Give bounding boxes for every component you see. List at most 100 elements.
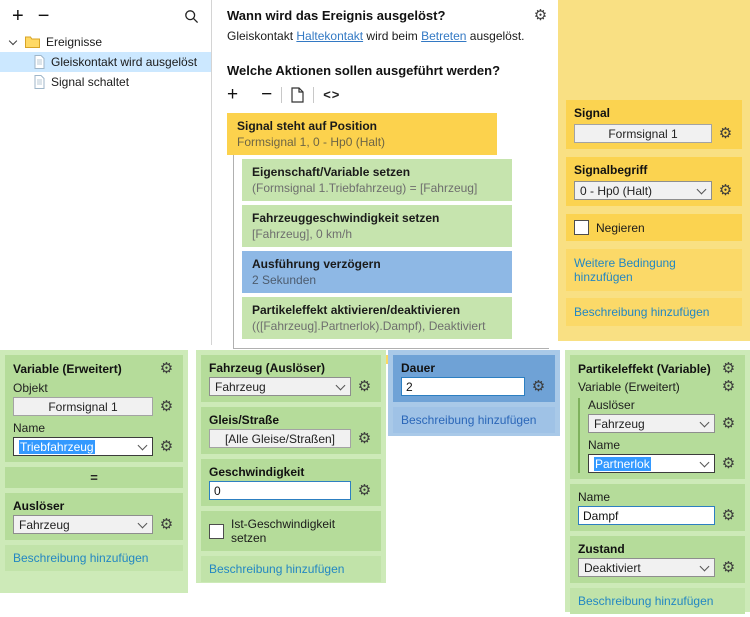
ausloeser-label: Auslöser xyxy=(588,398,635,412)
equals-card: = xyxy=(5,467,183,488)
duration-input[interactable] xyxy=(401,377,525,396)
event-editor: Wann wird das Ereignis ausgelöst? ⚙ Glei… xyxy=(213,0,559,364)
ausloeser-dropdown[interactable]: Fahrzeug xyxy=(588,414,715,433)
effekt-name-card: Name ⚙ xyxy=(570,484,745,531)
gleis-button[interactable]: [Alle Gleise/Straßen] xyxy=(209,429,351,448)
fahrzeug-panel: Fahrzeug (Auslöser) Fahrzeug ⚙ Gleis/Str… xyxy=(196,350,386,583)
action-block-signal-position[interactable]: Signal steht auf Position Formsignal 1, … xyxy=(227,113,497,155)
tree-node-signal-schaltet[interactable]: Signal schaltet xyxy=(0,72,211,92)
name-label: Name xyxy=(13,421,46,435)
gear-icon[interactable]: ⚙ xyxy=(718,182,733,199)
action-block-particle-effect[interactable]: Partikeleffekt aktivieren/deaktivieren (… xyxy=(242,297,512,339)
add-description-link[interactable]: Beschreibung hinzufügen xyxy=(566,298,742,326)
signal-object-button[interactable]: Formsignal 1 xyxy=(574,124,712,143)
remove-event-button[interactable]: − xyxy=(37,5,50,27)
objekt-label: Objekt xyxy=(13,381,48,395)
action-subtitle: (([Fahrzeug].Partnerlok).Dampf), Deaktiv… xyxy=(252,319,486,333)
geschwindigkeit-card: Geschwindigkeit ⚙ xyxy=(201,459,381,506)
zustand-dropdown[interactable]: Deaktiviert xyxy=(578,558,715,577)
ausloeser-card: Auslöser Fahrzeug ⚙ xyxy=(5,493,183,540)
gear-icon[interactable]: ⚙ xyxy=(721,415,736,432)
signalbegriff-dropdown[interactable]: 0 - Hp0 (Halt) xyxy=(574,181,712,200)
add-condition-link[interactable]: Weitere Bedingung hinzufügen xyxy=(566,249,742,291)
signalbegriff-card: Signalbegriff 0 - Hp0 (Halt) ⚙ xyxy=(566,157,742,206)
gear-icon[interactable]: ⚙ xyxy=(721,360,736,377)
copy-icon[interactable] xyxy=(291,86,304,103)
chevron-down-icon xyxy=(696,184,707,194)
fahrzeug-title: Fahrzeug (Auslöser) xyxy=(209,361,326,375)
partner-name-combo[interactable]: Partnerlok xyxy=(588,454,715,473)
action-title: Eigenschaft/Variable setzen xyxy=(252,165,411,179)
gear-icon[interactable]: ⚙ xyxy=(721,378,736,395)
gleis-card: Gleis/Straße [Alle Gleise/Straßen] ⚙ xyxy=(201,407,381,454)
objekt-button[interactable]: Formsignal 1 xyxy=(13,397,153,416)
add-action-button[interactable]: + xyxy=(227,84,239,105)
tree-node-label: Gleiskontakt wird ausgelöst xyxy=(51,55,198,69)
tree-node-ereignisse[interactable]: Ereignisse xyxy=(0,32,211,52)
add-description-link[interactable]: Beschreibung hinzufügen xyxy=(5,545,183,571)
name-label: Name xyxy=(588,438,621,452)
nested-actions: Eigenschaft/Variable setzen (Formsignal … xyxy=(233,155,549,349)
add-description-link[interactable]: Beschreibung hinzufügen xyxy=(570,588,745,614)
gear-icon[interactable]: ⚙ xyxy=(357,430,372,447)
action-subtitle: (Formsignal 1.Triebfahrzeug) = [Fahrzeug… xyxy=(252,181,478,195)
add-description-link[interactable]: Beschreibung hinzufügen xyxy=(201,556,381,582)
variable-name-combo[interactable]: Triebfahrzeug xyxy=(13,437,153,456)
code-view-button[interactable]: <> xyxy=(323,87,341,102)
action-block-delay[interactable]: Ausführung verzögern 2 Sekunden xyxy=(242,251,512,293)
trigger-sentence: Gleiskontakt Haltekontakt wird beim Betr… xyxy=(227,28,549,44)
add-event-button[interactable]: + xyxy=(12,5,24,27)
trigger-mode-link[interactable]: Betreten xyxy=(421,29,467,43)
gear-icon[interactable]: ⚙ xyxy=(721,559,736,576)
speed-input[interactable] xyxy=(209,481,351,500)
document-icon xyxy=(34,55,45,69)
remove-action-button[interactable]: − xyxy=(261,84,273,105)
partikeleffekt-title: Partikeleffekt (Variable) xyxy=(578,361,711,376)
variable-indent-group: Auslöser Fahrzeug ⚙ Name Partnerlok ⚙ xyxy=(578,398,737,473)
contact-link[interactable]: Haltekontakt xyxy=(296,29,364,43)
partikeleffekt-panel: Partikeleffekt (Variable) ⚙ Variable (Er… xyxy=(565,350,750,614)
fahrzeug-dropdown[interactable]: Fahrzeug xyxy=(209,377,351,396)
gear-icon[interactable]: ⚙ xyxy=(159,398,174,415)
signal-card: Signal Formsignal 1 ⚙ xyxy=(566,100,742,149)
sentence-text: wird beim xyxy=(363,29,422,43)
event-settings-gear-icon[interactable]: ⚙ xyxy=(533,7,548,24)
folder-icon xyxy=(25,36,40,48)
action-block-set-variable[interactable]: Eigenschaft/Variable setzen (Formsignal … xyxy=(242,159,512,201)
gear-icon[interactable]: ⚙ xyxy=(721,455,736,472)
zustand-card: Zustand Deaktiviert ⚙ xyxy=(570,536,745,583)
gear-icon[interactable]: ⚙ xyxy=(159,516,174,533)
gear-icon[interactable]: ⚙ xyxy=(721,507,736,524)
gear-icon[interactable]: ⚙ xyxy=(357,378,372,395)
search-icon[interactable] xyxy=(184,9,199,24)
action-list: Signal steht auf Position Formsignal 1, … xyxy=(227,113,549,364)
sentence-text: ausgelöst. xyxy=(466,29,525,43)
action-subtitle: Formsignal 1, 0 - Hp0 (Halt) xyxy=(237,135,386,149)
ist-geschwindigkeit-label: Ist-Geschwindigkeit setzen xyxy=(231,517,336,545)
action-block-set-speed[interactable]: Fahrzeuggeschwindigkeit setzen [Fahrzeug… xyxy=(242,205,512,247)
variable-card: Variable (Erweitert) ⚙ Objekt Formsignal… xyxy=(5,355,183,462)
zustand-label: Zustand xyxy=(578,542,625,556)
add-description-link[interactable]: Beschreibung hinzufügen xyxy=(393,407,555,433)
action-subtitle: 2 Sekunden xyxy=(252,273,317,287)
ist-geschwindigkeit-checkbox[interactable] xyxy=(209,523,224,539)
chevron-down-icon[interactable] xyxy=(8,36,18,46)
gear-icon[interactable]: ⚙ xyxy=(718,125,733,142)
gear-icon[interactable]: ⚙ xyxy=(531,378,546,395)
action-title: Partikeleffekt aktivieren/deaktivieren xyxy=(252,303,461,317)
effekt-name-input[interactable] xyxy=(578,506,715,525)
tree-node-label: Signal schaltet xyxy=(51,75,130,89)
tree-node-gleiskontakt[interactable]: Gleiskontakt wird ausgelöst xyxy=(0,52,211,72)
speed-label: Geschwindigkeit xyxy=(209,465,305,479)
dauer-panel: Dauer ⚙ Beschreibung hinzufügen xyxy=(388,350,560,436)
gear-icon[interactable]: ⚙ xyxy=(159,360,174,377)
gear-icon[interactable]: ⚙ xyxy=(159,438,174,455)
gear-icon[interactable]: ⚙ xyxy=(357,482,372,499)
variable-subtitle: Variable (Erweitert) xyxy=(578,379,680,394)
fahrzeug-card: Fahrzeug (Auslöser) Fahrzeug ⚙ xyxy=(201,355,381,402)
action-title: Ausführung verzögern xyxy=(252,257,381,271)
negieren-checkbox[interactable] xyxy=(574,220,589,235)
ausloeser-dropdown[interactable]: Fahrzeug xyxy=(13,515,153,534)
chevron-down-icon xyxy=(699,561,710,571)
